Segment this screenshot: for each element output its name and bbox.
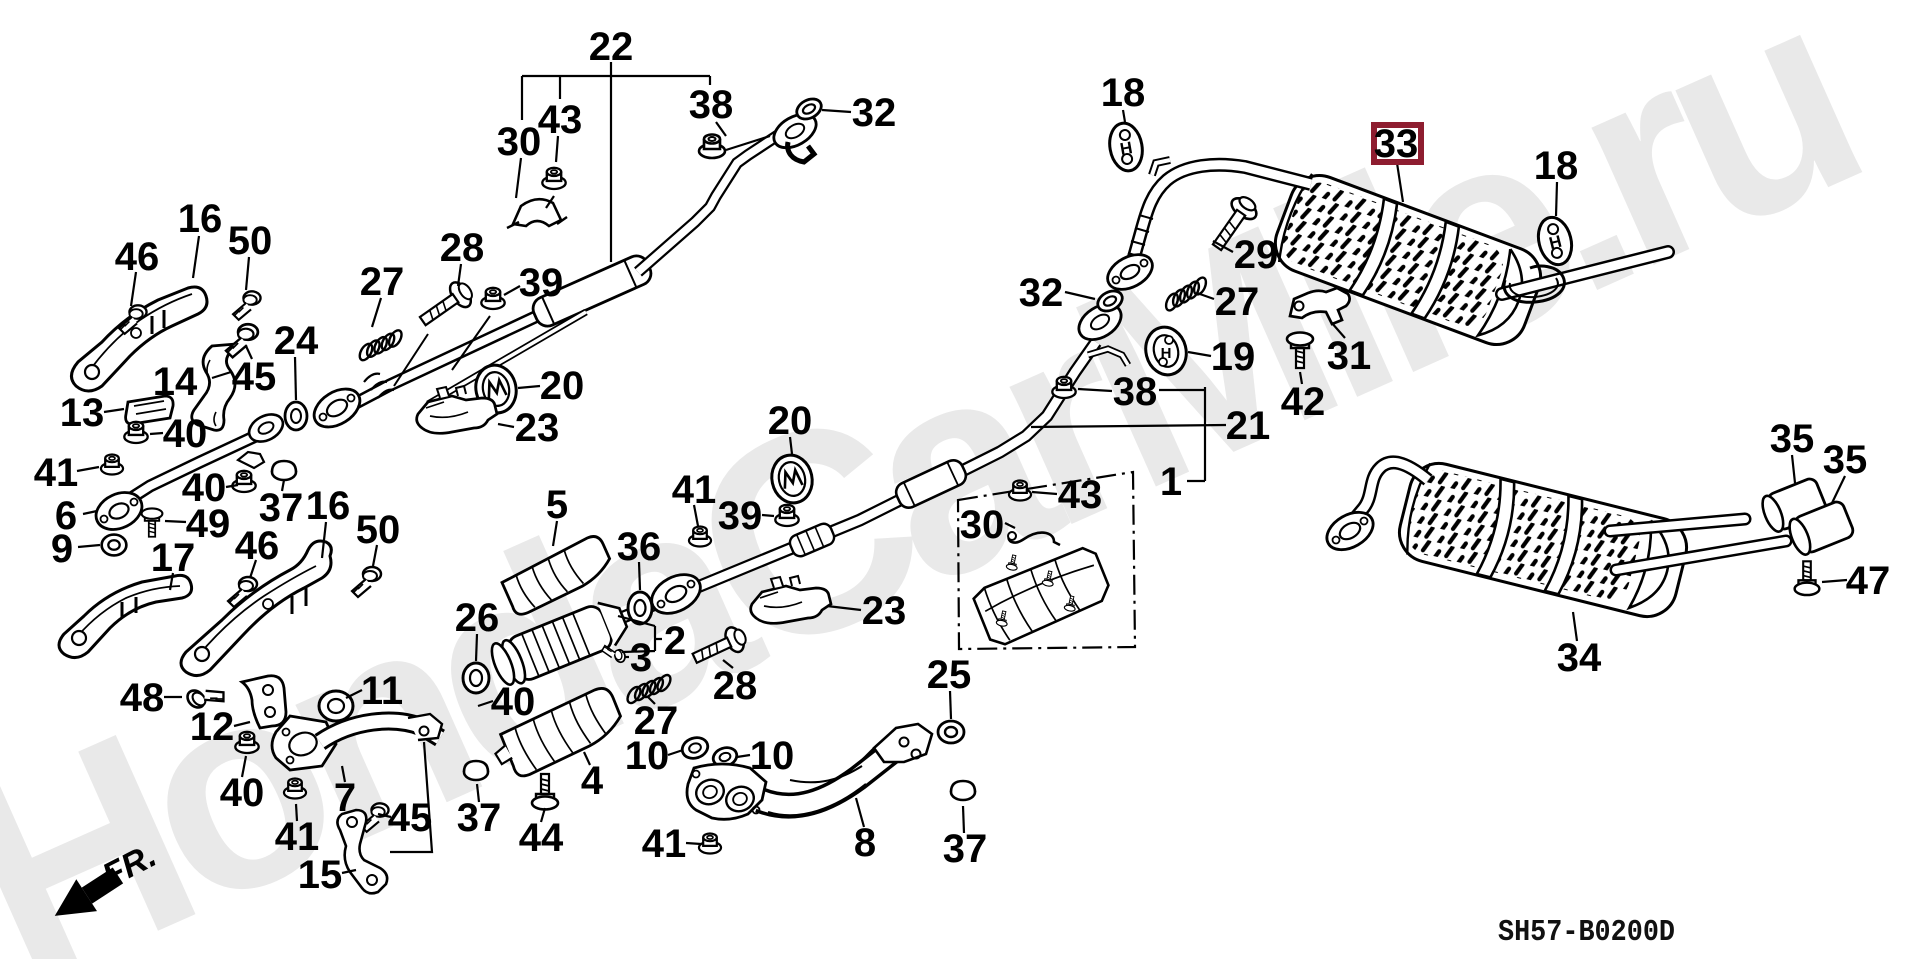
svg-text:27: 27 (634, 699, 679, 743)
svg-text:21: 21 (1226, 404, 1271, 448)
svg-text:23: 23 (515, 406, 560, 450)
svg-text:6: 6 (55, 494, 77, 538)
svg-text:40: 40 (163, 412, 208, 456)
svg-text:1: 1 (1160, 460, 1182, 504)
svg-text:42: 42 (1281, 380, 1326, 424)
svg-text:41: 41 (642, 822, 687, 866)
svg-text:37: 37 (457, 796, 502, 840)
svg-text:45: 45 (232, 355, 277, 399)
svg-text:41: 41 (672, 468, 717, 512)
svg-text:48: 48 (120, 676, 165, 720)
svg-text:20: 20 (768, 399, 813, 443)
svg-text:25: 25 (927, 653, 972, 697)
svg-text:37: 37 (259, 486, 304, 530)
svg-text:22: 22 (589, 25, 634, 69)
svg-text:38: 38 (1113, 370, 1158, 414)
svg-text:8: 8 (854, 821, 876, 865)
svg-text:41: 41 (34, 451, 79, 495)
svg-text:4: 4 (581, 759, 604, 803)
svg-text:10: 10 (625, 734, 670, 778)
svg-text:50: 50 (356, 508, 401, 552)
svg-text:29: 29 (1234, 233, 1279, 277)
svg-text:14: 14 (153, 360, 198, 404)
svg-text:30: 30 (497, 120, 542, 164)
svg-text:7: 7 (334, 776, 356, 820)
svg-text:39: 39 (718, 494, 763, 538)
svg-text:36: 36 (617, 525, 662, 569)
svg-text:5: 5 (546, 483, 568, 527)
svg-text:34: 34 (1557, 636, 1602, 680)
svg-text:23: 23 (862, 589, 907, 633)
svg-text:40: 40 (220, 771, 265, 815)
svg-text:49: 49 (186, 502, 231, 546)
svg-text:44: 44 (519, 816, 564, 860)
svg-text:11: 11 (361, 669, 403, 713)
svg-text:30: 30 (960, 503, 1005, 547)
svg-text:46: 46 (115, 235, 160, 279)
svg-text:40: 40 (491, 680, 536, 724)
svg-text:43: 43 (1058, 473, 1103, 517)
svg-text:32: 32 (852, 91, 897, 135)
svg-text:2: 2 (664, 619, 686, 663)
svg-text:16: 16 (178, 197, 223, 241)
svg-text:9: 9 (51, 527, 73, 571)
svg-text:32: 32 (1019, 271, 1064, 315)
svg-text:10: 10 (750, 734, 795, 778)
svg-text:28: 28 (713, 664, 758, 708)
svg-text:13: 13 (60, 391, 105, 435)
svg-text:28: 28 (440, 226, 485, 270)
svg-text:12: 12 (190, 705, 235, 749)
svg-text:24: 24 (274, 319, 319, 363)
svg-text:35: 35 (1770, 417, 1815, 461)
svg-text:45: 45 (388, 796, 433, 840)
svg-text:3: 3 (630, 636, 652, 680)
svg-text:15: 15 (298, 853, 343, 897)
svg-text:38: 38 (689, 83, 734, 127)
svg-text:17: 17 (151, 536, 196, 580)
svg-text:37: 37 (943, 827, 988, 871)
svg-text:50: 50 (228, 219, 273, 263)
svg-text:47: 47 (1846, 559, 1891, 603)
svg-text:33: 33 (1374, 122, 1419, 166)
svg-text:35: 35 (1823, 438, 1868, 482)
svg-text:27: 27 (360, 260, 405, 304)
svg-text:18: 18 (1534, 144, 1579, 188)
svg-text:H: H (1161, 345, 1172, 362)
svg-text:19: 19 (1211, 335, 1256, 379)
svg-text:41: 41 (275, 815, 320, 859)
svg-text:40: 40 (182, 466, 227, 510)
svg-text:16: 16 (306, 484, 351, 528)
svg-text:43: 43 (538, 98, 583, 142)
svg-text:20: 20 (540, 364, 585, 408)
svg-text:18: 18 (1101, 71, 1146, 115)
svg-text:26: 26 (455, 596, 500, 640)
svg-text:46: 46 (235, 524, 280, 568)
svg-text:39: 39 (519, 261, 564, 305)
svg-text:31: 31 (1327, 334, 1372, 378)
svg-text:27: 27 (1215, 280, 1260, 324)
svg-text:SH57-B0200D: SH57-B0200D (1498, 915, 1675, 950)
